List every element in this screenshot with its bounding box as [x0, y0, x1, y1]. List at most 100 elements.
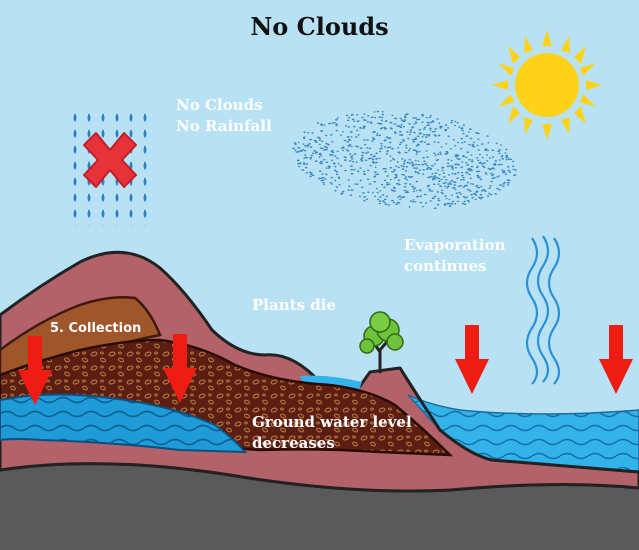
vapor-dot: [393, 123, 397, 125]
vapor-dot: [492, 168, 496, 170]
vapor-dot: [342, 147, 345, 149]
vapor-dot: [477, 132, 480, 135]
vapor-dot: [388, 146, 392, 148]
vapor-dot: [394, 132, 397, 134]
vapor-dot: [437, 197, 440, 200]
vapor-dot: [408, 158, 411, 161]
vapor-dot: [334, 119, 338, 121]
vapor-dot: [386, 136, 389, 139]
vapor-dot: [465, 156, 468, 159]
vapor-dot: [415, 167, 419, 169]
vapor-dot: [350, 114, 353, 116]
vapor-dot: [386, 150, 389, 153]
vapor-dot: [351, 155, 354, 157]
vapor-dot: [415, 118, 419, 121]
vapor-dot: [303, 136, 306, 138]
vapor-dot: [325, 173, 328, 176]
vapor-dot: [393, 201, 396, 204]
vapor-dot: [389, 127, 392, 129]
vapor-dot: [487, 167, 490, 170]
vapor-dot: [378, 116, 382, 118]
vapor-dot: [419, 169, 421, 171]
vapor-dot: [508, 171, 512, 173]
vapor-dot: [308, 143, 311, 145]
vapor-dot: [373, 175, 377, 178]
vapor-dot: [348, 145, 351, 147]
vapor-dot: [476, 176, 480, 178]
vapor-dot: [460, 184, 463, 187]
vapor-dot: [382, 168, 385, 170]
vapor-dot: [492, 176, 496, 179]
vapor-dot: [359, 147, 363, 149]
vapor-dot: [429, 129, 432, 131]
vapor-dot: [421, 136, 424, 138]
vapor-dot: [424, 202, 428, 204]
vapor-dot: [363, 113, 366, 115]
vapor-dot: [333, 169, 337, 172]
vapor-dot: [451, 172, 454, 175]
vapor-dot: [384, 120, 388, 122]
vapor-dot: [366, 115, 370, 117]
vapor-dot: [413, 123, 416, 125]
vapor-dot: [397, 196, 400, 198]
vapor-dot: [490, 180, 493, 183]
vapor-dot: [304, 154, 307, 156]
vapor-dot: [503, 171, 506, 174]
vapor-dot: [325, 167, 328, 169]
vapor-dot: [470, 165, 474, 168]
vapor-dot: [496, 187, 499, 190]
vapor-dot: [468, 158, 471, 161]
vapor-dot: [498, 152, 501, 155]
vapor-dot: [354, 183, 357, 185]
vapor-dot: [306, 144, 310, 146]
vapor-dot: [354, 136, 358, 138]
vapor-dot: [353, 125, 356, 128]
vapor-dot: [301, 169, 305, 171]
vapor-dot: [430, 114, 432, 117]
vapor-dot: [447, 135, 450, 138]
vapor-dot: [349, 194, 353, 196]
vapor-dot: [395, 175, 398, 177]
vapor-dot: [433, 183, 436, 185]
vapor-dot: [450, 121, 453, 124]
vapor-dot: [401, 139, 405, 141]
vapor-dot: [490, 172, 493, 175]
vapor-dot: [489, 193, 493, 196]
vapor-dot: [311, 174, 315, 176]
vapor-dot: [348, 185, 351, 188]
vapor-dot: [406, 161, 409, 164]
vapor-dot: [383, 198, 387, 201]
vapor-dot: [400, 165, 403, 167]
vapor-dot: [484, 149, 488, 151]
vapor-dot: [388, 141, 392, 144]
vapor-dot: [414, 159, 417, 162]
vapor-dot: [391, 199, 394, 202]
vapor-dot: [318, 177, 321, 180]
vapor-dot: [479, 178, 483, 181]
vapor-dot: [345, 114, 349, 117]
vapor-dot: [483, 162, 486, 164]
vapor-dot: [418, 150, 421, 153]
vapor-dot: [426, 121, 430, 124]
vapor-dot: [456, 177, 459, 179]
vapor-dot: [477, 159, 480, 162]
vapor-dot: [506, 166, 510, 168]
vapor-dot: [400, 196, 403, 199]
vapor-dot: [305, 172, 309, 174]
vapor-dot: [462, 179, 465, 181]
vapor-dot: [424, 141, 426, 144]
vapor-dot: [356, 183, 359, 185]
vapor-dot: [319, 161, 322, 164]
vapor-dot: [453, 181, 457, 184]
vapor-dot: [403, 174, 406, 176]
vapor-dot: [449, 203, 452, 205]
vapor-dot: [414, 201, 417, 203]
vapor-dot: [329, 181, 332, 184]
vapor-dot: [422, 133, 426, 136]
vapor-dot: [379, 150, 382, 153]
vapor-dot: [429, 200, 432, 202]
vapor-dot: [491, 156, 495, 158]
vapor-dot: [476, 174, 480, 177]
vapor-dot: [503, 181, 506, 184]
vapor-dot: [451, 168, 455, 170]
